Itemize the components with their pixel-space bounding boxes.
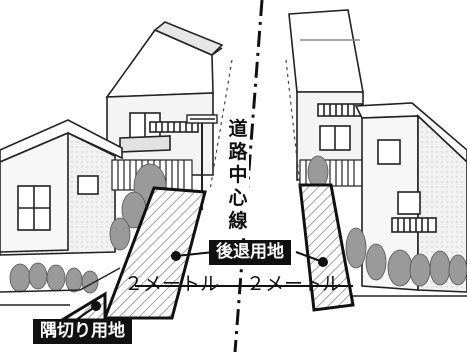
road-edges (209, 59, 301, 191)
right-setback-area (298, 183, 355, 312)
road-center-char: 線 (228, 210, 248, 232)
road-center-label: 道 路 中 心 線 (227, 118, 249, 233)
road-center-line (233, 0, 264, 352)
leader-dot-left (171, 251, 181, 261)
left-setback-area (102, 186, 207, 320)
left-back-house (105, 21, 224, 176)
corner-cut-label: 隅切り用地 (33, 319, 132, 344)
dimension-label-left: ２メートル (124, 273, 220, 295)
left-front-house (0, 119, 123, 256)
right-front-house (354, 102, 467, 293)
road-center-char: 道 (228, 118, 248, 140)
leader-dot-right (318, 257, 328, 267)
road-center-char: 中 (228, 164, 248, 186)
dimension-label-right: ２メートル (246, 273, 342, 295)
leader-lines (75, 251, 328, 321)
setback-label: 後退用地 (209, 240, 291, 265)
road-center-char: 心 (228, 187, 248, 209)
road-center-char: 路 (228, 141, 248, 163)
leader-dot-corner (91, 301, 101, 311)
right-trees (307, 155, 467, 287)
right-back-house (288, 9, 364, 181)
left-ground (0, 267, 121, 306)
